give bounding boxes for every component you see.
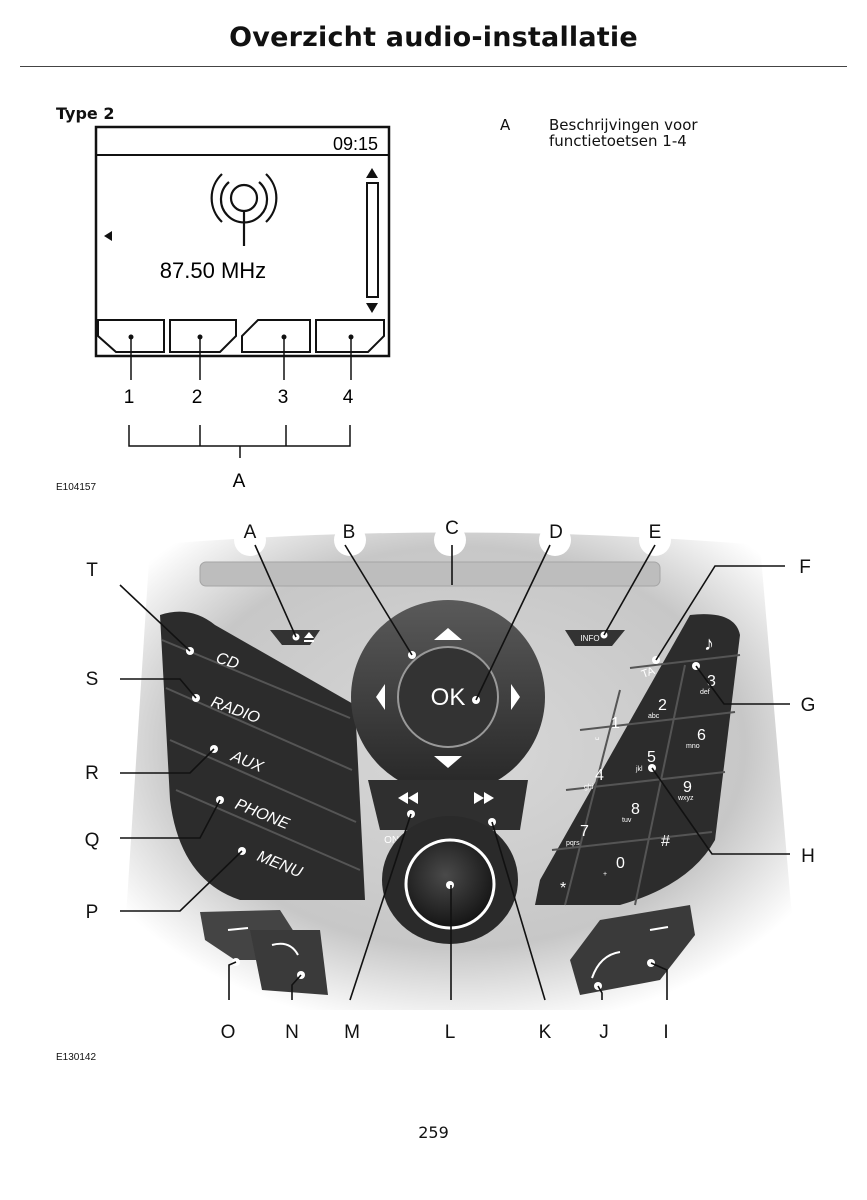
keypad-4-sub: ghi [584,784,594,791]
group-label: A [233,471,246,492]
title-rule [20,66,847,67]
keypad-2-sub: abc [648,713,660,720]
callout-g: G [801,695,816,716]
control-panel-figure: CD RADIO AUX PHONE MENU INFO OK ON/OFF [85,518,816,1043]
scroll-down-icon [366,303,378,313]
key-label-2: 2 [192,387,203,408]
callout-c: C [445,518,459,539]
callout-q: Q [85,830,100,851]
callout-d: D [549,522,563,543]
keypad-3-sub: def [700,689,710,696]
page-title: Overzicht audio-installatie [229,22,638,53]
info-button[interactable] [565,630,625,646]
callout-f: F [799,557,811,578]
callout-j: J [599,1022,609,1043]
nav-left-icon [376,684,385,710]
scroll-up-icon [366,168,378,178]
callout-h: H [801,846,815,867]
keypad-3: 3 [707,673,716,690]
callout-t: T [86,560,98,581]
type-label: Type 2 [56,104,115,123]
callout-r: R [85,763,99,784]
music-note-icon: ♪ [704,633,714,655]
callout-n: N [285,1022,299,1043]
seek-forward-icon [474,792,494,804]
soft-key-leaders [130,337,352,380]
display-frame [94,125,391,358]
callout-o: O [221,1022,236,1043]
ok-button[interactable] [397,646,499,748]
callout-i: I [663,1022,668,1043]
callout-leaders [119,544,790,1001]
keypad-5-sub: jkl [635,766,643,773]
nav-up-icon [434,628,462,640]
left-soft-button-n[interactable] [250,930,328,995]
key-label-3: 3 [278,387,289,408]
keypad-9-sub: wxyz [677,795,694,802]
keypad-5: 5 [647,749,656,766]
left-arrow-icon [104,231,112,241]
keypad-6: 6 [697,727,706,744]
left-button-block [160,611,365,900]
display-time: 09:15 [333,134,378,154]
callout-k: K [539,1022,552,1043]
keypad-1: 1 [611,715,620,732]
keypad-1-sub: ␣ [595,733,599,740]
figure1-id: E104157 [56,482,97,493]
group-bracket [128,425,351,458]
keypad-0: 0 [616,855,625,872]
legend-key: A [500,116,511,134]
key-label-4: 4 [343,387,354,408]
page-number: 259 [418,1123,449,1142]
callout-m: M [344,1022,360,1043]
keypad-6-sub: mno [686,743,700,750]
ta-label: TA [640,665,657,681]
seek-back-icon [398,792,418,804]
callout-a: A [244,522,257,543]
callout-b: B [343,522,356,543]
callout-l: L [445,1022,456,1043]
info-label: INFO [580,634,599,643]
display-frequency: 87.50 MHz [160,258,266,283]
keypad-7: 7 [580,823,589,840]
keypad-0-sub: + [603,871,607,878]
keypad-9: 9 [683,779,692,796]
figure2-id: E130142 [56,1052,97,1063]
nav-right-icon [511,684,520,710]
keypad-star: * [560,880,566,897]
eject-icon [304,632,314,642]
display-figure: 09:15 87.50 MHz 1 2 3 4 A [94,125,391,492]
keypad-block [535,614,741,906]
ok-label: OK [431,684,466,711]
cd-button-label[interactable]: CD [214,650,242,673]
nav-down-icon [434,756,462,768]
keypad-2: 2 [658,697,667,714]
callout-p: P [86,902,99,923]
keypad-8-sub: tuv [622,817,632,824]
keypad-hash: # [661,833,670,850]
callout-e: E [649,522,662,543]
keypad-4: 4 [595,767,604,784]
keypad-8: 8 [631,801,640,818]
cd-slot [199,561,661,587]
radio-signal-icon [210,173,278,246]
callout-s: S [86,669,99,690]
scrollbar [366,168,379,313]
keypad-7-sub: pqrs [566,840,580,847]
key-label-1: 1 [124,387,135,408]
